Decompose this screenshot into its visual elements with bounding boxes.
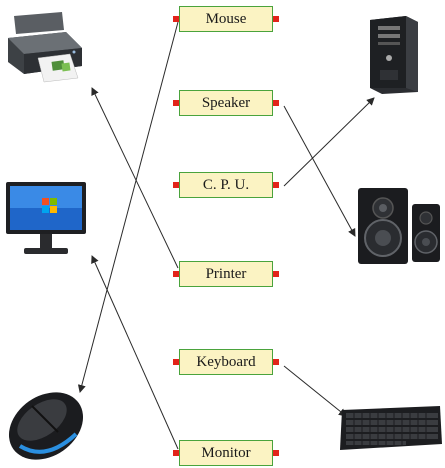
label-mouse: Mouse xyxy=(173,6,279,32)
label-keyboard-text: Keyboard xyxy=(196,354,256,370)
arrow-cpu xyxy=(283,97,375,187)
arrow-monitor xyxy=(91,255,179,450)
connector-dot-right xyxy=(273,182,279,188)
label-keyboard: Keyboard xyxy=(173,349,279,375)
connector-dot-right xyxy=(273,359,279,365)
label-monitor: Monitor xyxy=(173,440,279,466)
connector-dot-right xyxy=(273,100,279,106)
connector-dot-right xyxy=(273,271,279,277)
label-cpu: C. P. U. xyxy=(173,172,279,198)
label-cpu-text: C. P. U. xyxy=(202,177,250,193)
connector-dot-left xyxy=(173,16,179,22)
label-monitor-text: Monitor xyxy=(201,445,251,461)
label-printer-text: Printer xyxy=(205,266,247,282)
arrow-printer xyxy=(91,87,179,269)
connector-dot-left xyxy=(173,100,179,106)
arrow-mouse xyxy=(77,21,179,393)
printer-icon xyxy=(8,12,82,83)
label-speaker-text: Speaker xyxy=(201,95,251,111)
connector-dot-left xyxy=(173,182,179,188)
label-mouse-text: Mouse xyxy=(205,11,247,27)
connector-dot-left xyxy=(173,450,179,456)
speakers-icon xyxy=(358,188,440,264)
connector-dot-left xyxy=(173,359,179,365)
label-printer: Printer xyxy=(173,261,279,287)
label-speaker: Speaker xyxy=(173,90,279,116)
connector-dot-right xyxy=(273,450,279,456)
arrow-speaker xyxy=(283,105,356,237)
keyboard-icon xyxy=(340,406,442,450)
arrow-keyboard xyxy=(283,365,347,417)
mouse-icon xyxy=(8,392,84,460)
connector-dot-left xyxy=(173,271,179,277)
monitor-icon xyxy=(6,182,86,254)
cpu-tower-icon xyxy=(370,16,418,94)
connector-dot-right xyxy=(273,16,279,22)
